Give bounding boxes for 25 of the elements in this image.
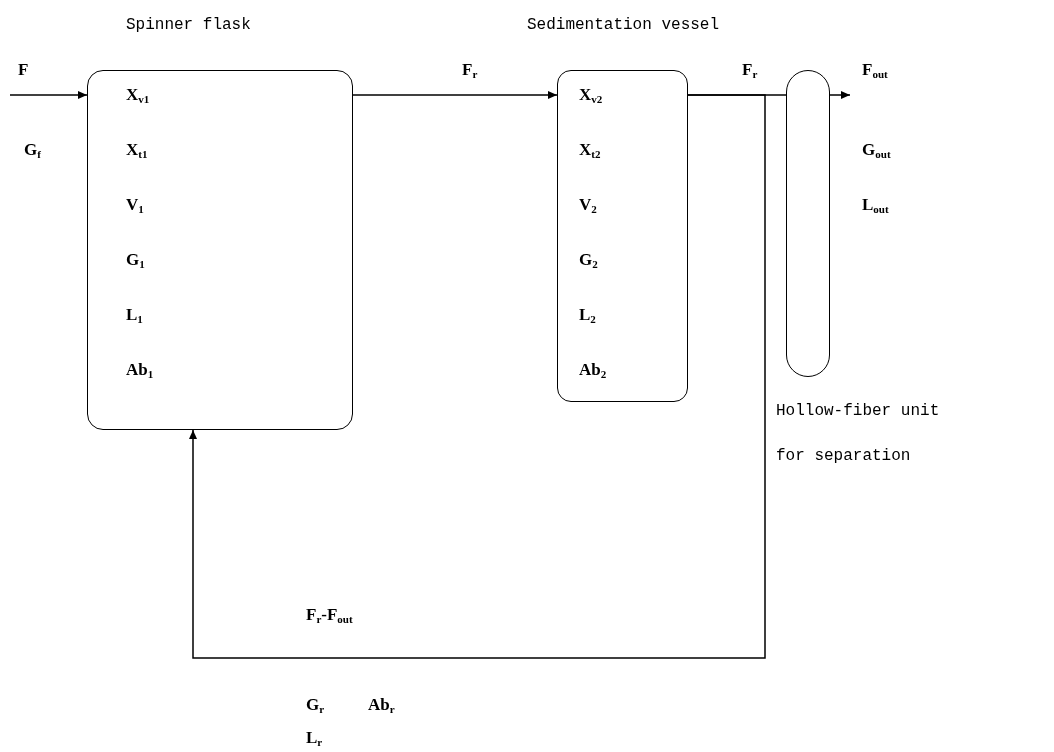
- variable-label: L$_{2}$: [579, 305, 596, 325]
- variable-label: V$_{1}$: [126, 195, 144, 215]
- node-title: Sedimentation vessel: [527, 15, 721, 36]
- stream-label: G$_{out}$: [861, 140, 892, 160]
- node-title: Hollow-fiber unit for separation: [776, 401, 941, 467]
- stream-label: G$_{f}$: [23, 140, 42, 160]
- variable-label: G$_{2}$: [579, 250, 598, 270]
- variable-label: Ab$_{1}$: [126, 360, 154, 380]
- variable-label: X$_{t1}$: [126, 140, 148, 160]
- arrow: [352, 91, 558, 99]
- stream-label: L$_{out}$: [861, 195, 890, 215]
- arrow: [829, 91, 851, 99]
- variable-label: Ab$_{2}$: [579, 360, 607, 380]
- stream-label: L$_{r}$: [305, 728, 324, 748]
- stream-label: Ab$_{r}$: [367, 695, 396, 715]
- variable-label: L$_{1}$: [126, 305, 143, 325]
- arrow: [9, 91, 88, 99]
- variable-label: X$_{t2}$: [579, 140, 601, 160]
- variable-label: G$_{1}$: [126, 250, 145, 270]
- variable-label: V$_{2}$: [579, 195, 597, 215]
- stream-label: G$_{r}$: [305, 695, 326, 715]
- variable-label: X$_{v1}$: [126, 85, 150, 105]
- node-title: Spinner flask: [126, 15, 252, 36]
- variable-label: X$_{v2}$: [579, 85, 603, 105]
- arrow: [189, 94, 766, 659]
